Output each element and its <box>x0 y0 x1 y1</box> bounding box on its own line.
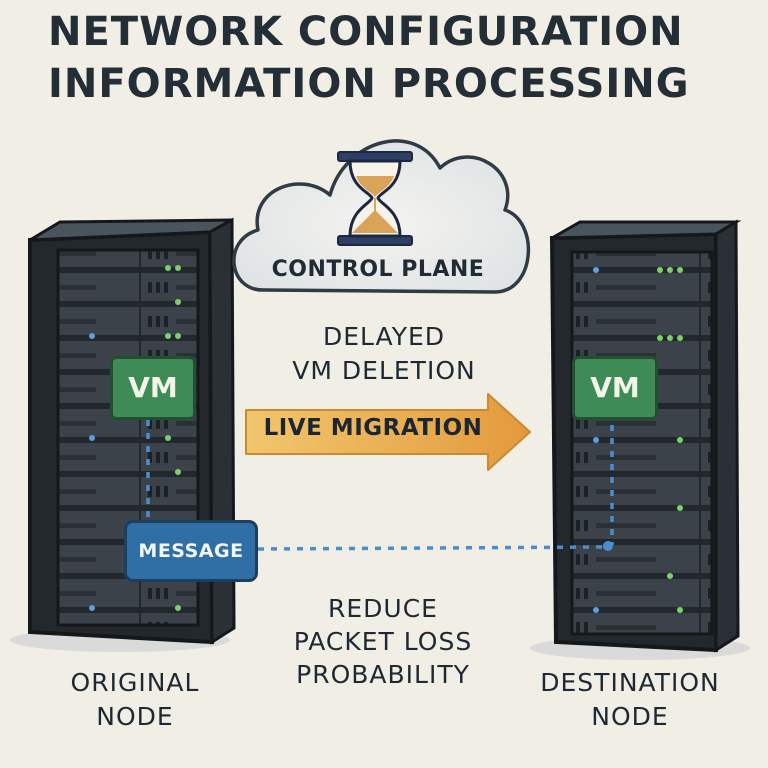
destination-node-rack <box>549 219 742 653</box>
destination-node-line-2: NODE <box>591 702 669 731</box>
control-plane-label: CONTROL PLANE <box>271 257 485 282</box>
diagram-title: NETWORK CONFIGURATION INFORMATION PROCES… <box>48 6 748 110</box>
live-migration-arrow <box>245 393 531 471</box>
reduce-line-3: PROBABILITY <box>296 660 470 689</box>
delayed-line-1: DELAYED <box>322 322 446 351</box>
dotted-connections <box>146 420 614 551</box>
original-node-line-2: NODE <box>96 702 174 731</box>
live-migration-label: LIVE MIGRATION <box>263 415 483 441</box>
destination-node-line-1: DESTINATION <box>540 668 720 697</box>
title-line-1: NETWORK CONFIGURATION <box>48 9 684 55</box>
original-node-label: ORIGINAL NODE <box>40 666 230 734</box>
delayed-vm-deletion-label: DELAYED VM DELETION <box>264 320 504 388</box>
message-box: MESSAGE <box>124 520 258 582</box>
delayed-line-2: VM DELETION <box>292 356 476 385</box>
hourglass-icon <box>337 151 413 246</box>
reduce-line-2: PACKET LOSS <box>293 627 473 656</box>
title-line-2: INFORMATION PROCESSING <box>48 61 690 107</box>
original-node-line-1: ORIGINAL <box>70 668 200 697</box>
vm-original: VM <box>110 356 196 420</box>
reduce-packet-loss-label: REDUCE PACKET LOSS PROBABILITY <box>258 592 508 691</box>
destination-node-label: DESTINATION NODE <box>510 666 750 734</box>
connection-endpoint <box>603 541 613 551</box>
vm-destination: VM <box>572 356 658 420</box>
message-to-destination-line <box>257 545 607 551</box>
reduce-line-1: REDUCE <box>328 594 438 623</box>
